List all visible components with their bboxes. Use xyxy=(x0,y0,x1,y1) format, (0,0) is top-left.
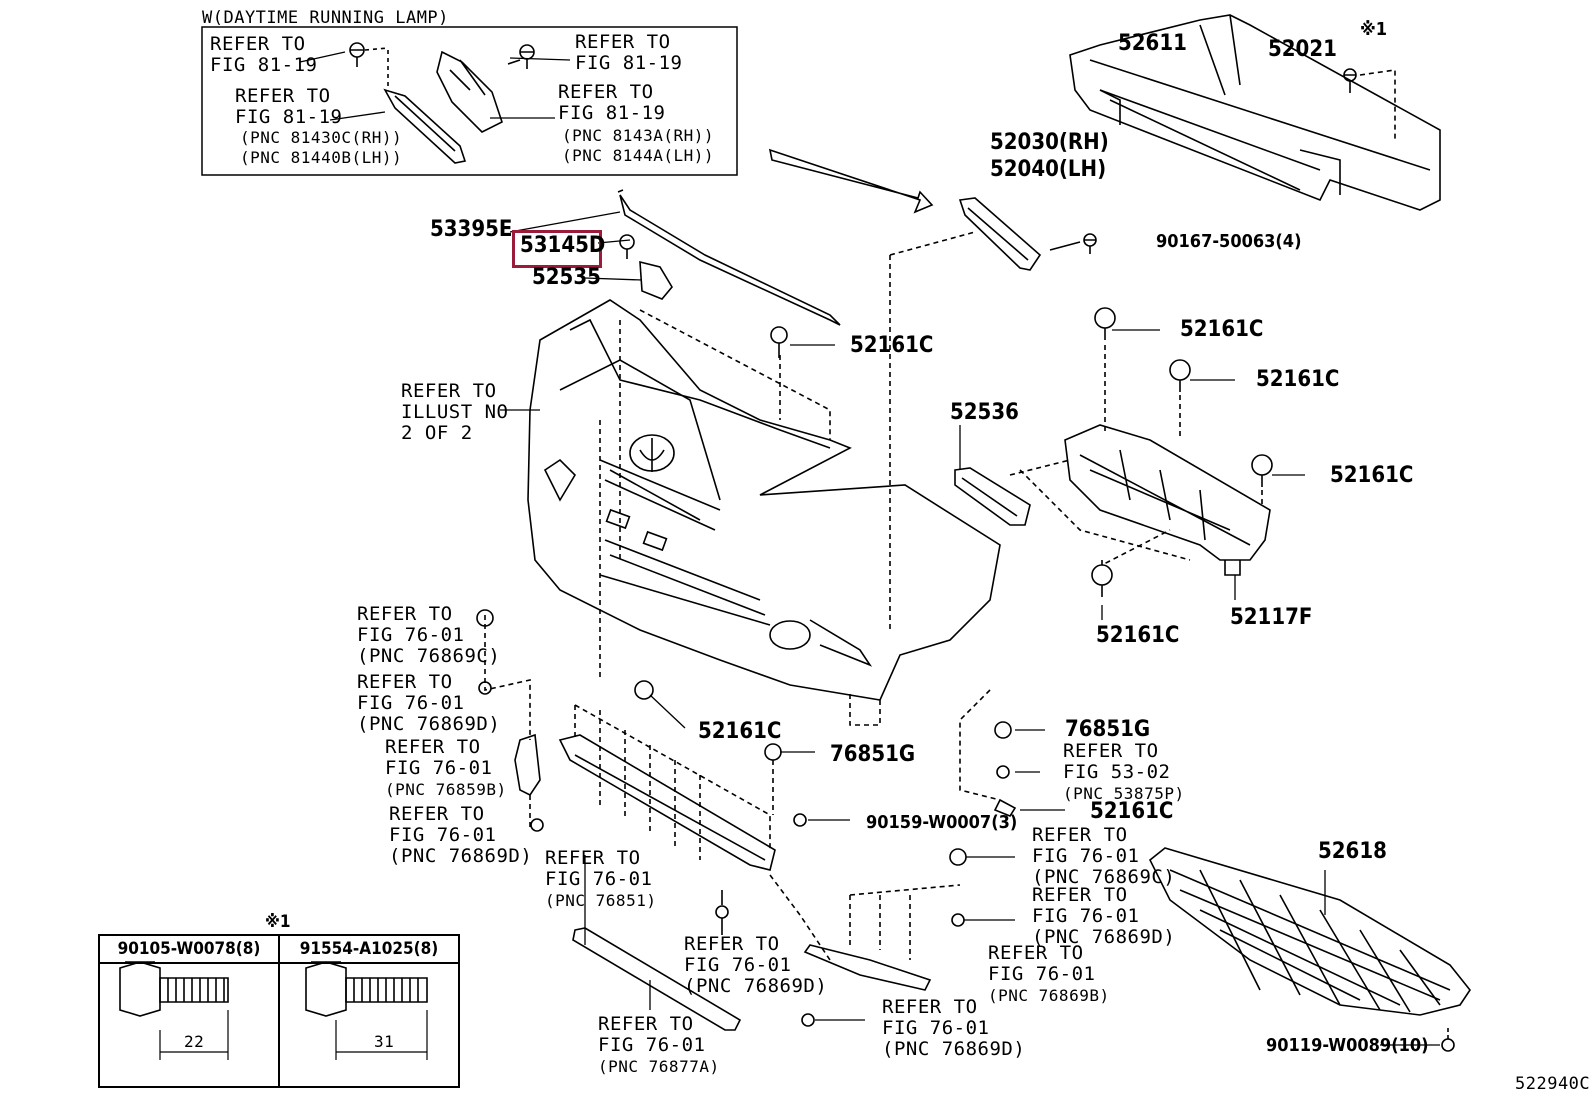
part-76851G-a[interactable]: 76851G xyxy=(1065,717,1151,742)
part-90119[interactable]: 90119-W0089(10) xyxy=(1266,1035,1429,1056)
part-52117F[interactable]: 52117F xyxy=(1230,605,1313,630)
part-52161C-e[interactable]: 52161C xyxy=(1096,623,1180,648)
inset-drl-bracket xyxy=(436,50,503,133)
part-52161C-f[interactable]: 52161C xyxy=(698,719,782,744)
part-52040[interactable]: 52040(LH) xyxy=(990,157,1107,182)
bolt-table: 90105-W0078(8) 91554-A1025(8) xyxy=(98,934,460,1088)
part-76851G-b[interactable]: 76851G xyxy=(830,742,916,767)
bolt-table-header-1[interactable]: 90105-W0078(8) xyxy=(100,936,280,964)
molding-76869B xyxy=(803,944,932,991)
inset-bolt-left xyxy=(349,42,389,67)
part-90159[interactable]: 90159-W0007(3) xyxy=(866,812,1018,833)
inset-bolt-right xyxy=(507,44,535,69)
bolt-length-1: 22 xyxy=(184,1032,205,1051)
part-52535[interactable]: 52535 xyxy=(532,265,601,290)
part-52536[interactable]: 52536 xyxy=(950,400,1019,425)
hood-molding-53395E xyxy=(617,189,841,326)
part-53395E[interactable]: 53395E xyxy=(430,217,513,242)
bolt-length-2: 31 xyxy=(374,1032,395,1051)
bolt-table-mark: ※1 xyxy=(265,912,291,932)
part-52161C-d[interactable]: 52161C xyxy=(1330,463,1414,488)
part-52161C-c[interactable]: 52161C xyxy=(1256,367,1340,392)
side-bracket-76859B xyxy=(514,733,541,797)
direction-arrow xyxy=(768,148,934,214)
part-52021[interactable]: 52021 xyxy=(1268,37,1337,62)
diagram-id: 522940C xyxy=(1515,1074,1591,1094)
inset-drl-lamp xyxy=(383,88,467,164)
energy-absorber-52117F xyxy=(1064,424,1271,576)
front-bumper-cover xyxy=(527,299,1001,701)
part-52161C-g[interactable]: 52161C xyxy=(1090,799,1174,824)
inset-ref-lamp-pnc: (PNC 81430C(RH))(PNC 81440B(LH)) xyxy=(240,128,403,167)
bolt-table-divider xyxy=(278,962,280,1086)
clip-52535 xyxy=(639,260,673,300)
part-53145D[interactable]: 53145D xyxy=(520,233,606,258)
retainer-bracket-52030 xyxy=(958,197,1042,271)
part-52161C-a[interactable]: 52161C xyxy=(850,333,934,358)
inset-title: W(DAYTIME RUNNING LAMP) xyxy=(202,8,449,28)
bolt-table-header-2[interactable]: 91554-A1025(8) xyxy=(280,936,458,964)
engine-undercover-52618 xyxy=(1148,847,1471,1016)
highlight-box xyxy=(512,230,602,268)
part-52030[interactable]: 52030(RH) xyxy=(990,130,1109,155)
mark-1: ※1 xyxy=(1360,19,1388,40)
inset-frame xyxy=(201,26,738,176)
bumper-reinforcement xyxy=(1069,14,1441,211)
part-90167[interactable]: 90167-50063(4) xyxy=(1156,231,1302,252)
lower-spoiler-76851 xyxy=(558,734,776,871)
part-52618[interactable]: 52618 xyxy=(1318,839,1387,864)
inset-ref-bracket-pnc: (PNC 8143A(RH))(PNC 8144A(LH)) xyxy=(562,126,714,165)
part-52161C-b[interactable]: 52161C xyxy=(1180,317,1264,342)
bracket-52536 xyxy=(954,467,1031,526)
part-52611[interactable]: 52611 xyxy=(1118,31,1187,56)
